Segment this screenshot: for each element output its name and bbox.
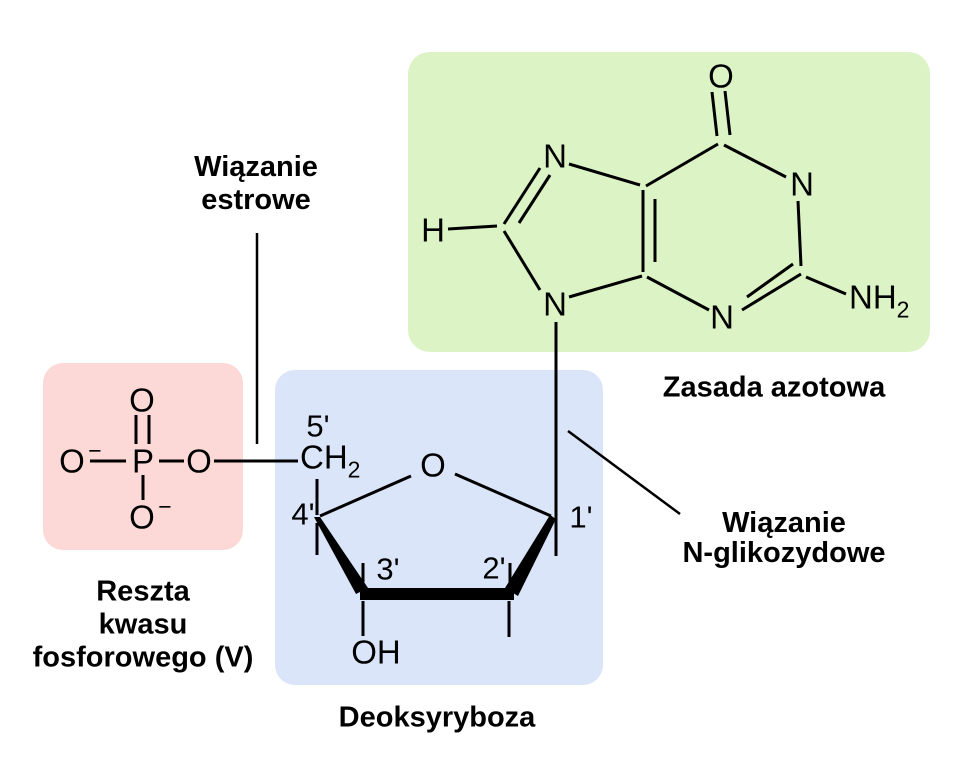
glycosidic-bond-label-line1: Wiązanie (722, 507, 846, 539)
sugar-c3-prime-label: 3' (376, 551, 400, 587)
bond-c2-n3-double-1 (741, 272, 802, 312)
base-amine-subscript: 2 (896, 296, 910, 323)
bond-c6-o6-double-2 (723, 90, 732, 136)
phosphate-residue-label-line3: fosforowego (V) (32, 641, 254, 674)
base-h8: H (421, 211, 445, 249)
bond-h-c8 (447, 224, 498, 231)
bond-ringO-c4 (319, 474, 412, 518)
bold-bond-c3-c2 (360, 588, 514, 600)
phosphate-p: P (131, 442, 155, 480)
sugar-ring-oxygen: O (420, 446, 446, 484)
phosphate-o-top: O (129, 381, 155, 419)
base-n1: N (790, 165, 814, 203)
base-n3: N (710, 298, 734, 336)
bond-c8-n9 (502, 230, 542, 291)
base-amine-main: NH (849, 278, 897, 316)
bond-c6-o6-double-1 (710, 91, 719, 137)
phosphate-bonds (90, 415, 298, 500)
base-amine-label: NH2 (849, 281, 909, 322)
bond-c6-n1 (723, 143, 787, 179)
bond-n7-c8-double-1 (502, 167, 542, 225)
phosphate-highlight-box (43, 363, 243, 550)
phosphate-residue-label-line1: Reszta (96, 575, 190, 608)
bond-ringO-c1 (454, 472, 552, 518)
ester-bond-label: Wiązanie estrowe (194, 151, 318, 217)
sugar-ch2-main: CH (300, 438, 348, 476)
phosphate-residue-label-line2: kwasu (98, 608, 188, 641)
sugar-hydroxyl: OH (351, 633, 401, 671)
glycosidic-bond-label: Wiązanie N-glikozydowe (682, 508, 885, 568)
ester-bond-label-line2: estrowe (201, 184, 311, 216)
base-bonds (447, 90, 847, 312)
base-highlight-box (408, 52, 930, 352)
bond-n7-c8-double-2 (517, 174, 552, 224)
phosphate-o-bottom-charge: − (158, 493, 172, 520)
base-n9: N (543, 285, 567, 323)
wedge-bond-c4-c3 (314, 517, 368, 594)
ester-bond-label-line1: Wiązanie (194, 151, 318, 183)
glycosidic-bond-label-line2: N-glikozydowe (682, 537, 886, 569)
sugar-c5-prime-label: 5' (306, 408, 330, 444)
bond-n1-c2 (796, 200, 803, 267)
base-o6: O (708, 57, 734, 95)
phosphate-o-left-charge: − (88, 437, 102, 464)
sugar-ch2-label: CH2 (300, 441, 360, 482)
bond-n3-c4 (646, 275, 710, 312)
sugar-ch2-subscript: 2 (347, 456, 361, 483)
phosphate-residue-label: Reszta kwasu fosforowego (V) (33, 576, 254, 675)
sugar-c2-prime-label: 2' (482, 550, 506, 586)
bond-n9-c4 (568, 274, 643, 299)
sugar-c1-prime-label: 1' (569, 499, 593, 535)
phosphate-o-right: O (186, 442, 212, 480)
wedge-bond-c2-c1 (505, 515, 556, 596)
bond-c2-n3-double-2 (746, 262, 794, 299)
glycosidic-callout-line (567, 429, 681, 516)
nitrogenous-base-label: Zasada azotowa (662, 371, 886, 404)
sugar-bonds (314, 472, 556, 637)
bond-n7-c5 (568, 162, 641, 187)
deoxyribose-label: Deoksyryboza (338, 701, 536, 734)
bond-c5-c6 (645, 142, 719, 188)
sugar-c4-prime-label: 4' (291, 496, 315, 532)
phosphate-o-left: O (59, 442, 85, 480)
bond-c2-nh2 (805, 275, 847, 296)
phosphate-o-bottom: O (129, 498, 155, 536)
base-n7: N (543, 137, 567, 175)
